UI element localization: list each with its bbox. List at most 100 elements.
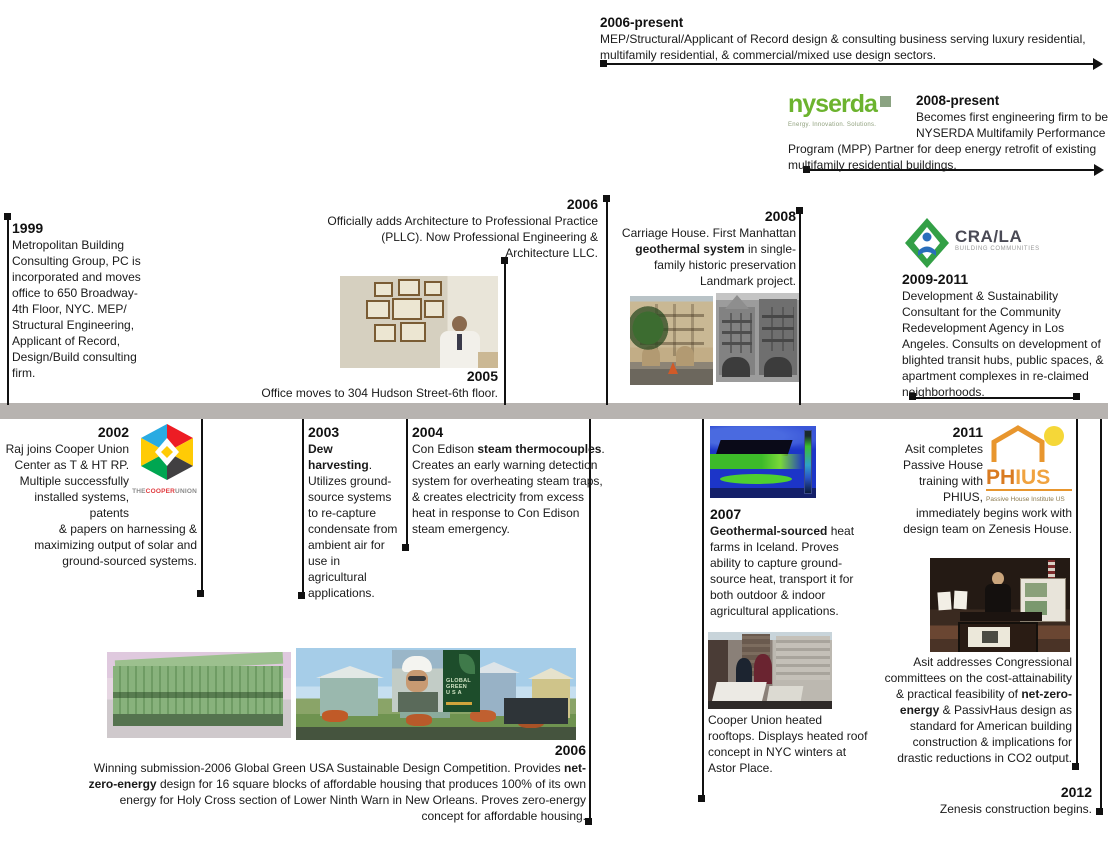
- global-green-badge: GLOBAL GREEN USA: [443, 650, 480, 712]
- connector-2002: [201, 419, 203, 594]
- event-year: 2006: [566, 196, 598, 212]
- global-green-rendering: [107, 652, 291, 738]
- tree: [630, 298, 676, 358]
- event-2011: PHIUS Passive House Institute US 2011 As…: [878, 424, 1072, 537]
- phius-wordmark: PHIUS: [986, 466, 1072, 489]
- arrow-line-2008-present: [806, 169, 1096, 171]
- congressional-hearing-photo: [930, 558, 1070, 652]
- text-part: Carriage House. First Manhattan: [621, 226, 796, 240]
- marker-square: [1073, 393, 1080, 400]
- person-face: [406, 670, 428, 692]
- nyserda-leaf-icon: [879, 96, 891, 107]
- cu-cooper: COOPER: [145, 488, 176, 495]
- text-part-bold: net-zero-energy: [899, 687, 1072, 717]
- event-year: 2009-2011: [902, 271, 969, 287]
- text-part: . Creates an early warning detection sys…: [412, 442, 605, 536]
- connector-2006b: [589, 419, 591, 822]
- text-part: heat farms in Iceland. Proves ability to…: [710, 524, 855, 618]
- person-head: [452, 316, 467, 332]
- event-2002: 2002 Raj joins Cooper Union Center as T …: [5, 424, 197, 569]
- white-roof-box: [766, 686, 804, 702]
- thermal-scale-bar: [804, 430, 812, 494]
- rooftop-photo: [708, 632, 832, 709]
- display-poster: [1020, 578, 1066, 622]
- photo-frame: [374, 282, 393, 297]
- flag: [1048, 560, 1055, 586]
- event-year: 2008: [764, 208, 796, 224]
- document: [953, 590, 968, 610]
- event-year: 2012: [1060, 784, 1092, 800]
- bw-windows: [722, 313, 752, 353]
- foreground-frame: [958, 622, 1038, 652]
- house-roof: [528, 668, 574, 679]
- phius-ph: PH: [986, 466, 1016, 489]
- poster-image: [1025, 583, 1047, 597]
- sunglasses: [408, 676, 426, 681]
- event-text: Asit addresses Congressional committees …: [878, 654, 1072, 766]
- gg-line: USA: [446, 690, 464, 696]
- event-2006b-year: 2006: [480, 742, 586, 759]
- leaf-icon: [459, 654, 475, 674]
- building-base: [113, 714, 283, 726]
- sky: [708, 632, 832, 640]
- event-year: 2002: [97, 424, 130, 440]
- orange-fencing: [322, 710, 348, 722]
- marker-square: [501, 257, 508, 264]
- event-year: 2004: [412, 424, 444, 440]
- marker-square: [796, 207, 803, 214]
- event-text: Con Edison steam thermocouples. Creates …: [412, 441, 608, 537]
- roof-edge: [708, 701, 832, 709]
- nyserda-wordmark: nyserda: [788, 90, 891, 118]
- nyserda-wordmark-text: nyserda: [788, 90, 878, 118]
- event-year: 2003: [308, 424, 340, 440]
- text-part-bold: Geothermal-sourced: [710, 524, 828, 538]
- photo-frame: [366, 300, 390, 319]
- event-text: MEP/Structural/Applicant of Record desig…: [600, 32, 1086, 62]
- event-2009-2011: 2009-2011 Development & Sustainability C…: [902, 271, 1108, 400]
- person-dark: [736, 658, 752, 684]
- carriage-house-photo-bw: [716, 293, 799, 382]
- person-suit: [985, 584, 1011, 612]
- phius-tagline: Passive House Institute US: [986, 496, 1065, 503]
- text-part: design for 16 square blocks of affordabl…: [119, 777, 586, 823]
- connector-2007: [702, 419, 704, 799]
- event-text: Cooper Union heated rooftops. Displays h…: [708, 713, 868, 775]
- text-part-bold: steam thermocouples: [477, 442, 602, 456]
- inner-poster-image: [982, 631, 998, 643]
- event-2005: 2005 Office moves to 304 Hudson Street-6…: [260, 368, 498, 401]
- bw-arch: [722, 357, 750, 377]
- event-text: Winning submission-2006 Global Green USA…: [88, 760, 586, 824]
- event-year: 2007: [710, 506, 742, 522]
- city-building: [776, 636, 830, 680]
- person-shoulders: [398, 692, 438, 712]
- event-text: Zenesis construction begins.: [939, 802, 1092, 816]
- phius-rule: [986, 489, 1072, 491]
- bw-gable: [725, 295, 749, 309]
- event-text: Office moves to 304 Hudson Street-6th fl…: [261, 386, 498, 400]
- event-year: 2006-present: [600, 15, 684, 30]
- crala-name: CRA/LA: [955, 227, 1023, 246]
- connector-2012: [1100, 419, 1102, 812]
- thermal-image: [710, 426, 816, 498]
- connector-2003: [302, 419, 304, 596]
- event-2008: 2008 Carriage House. First Manhattan geo…: [618, 208, 796, 289]
- photo-frame: [400, 322, 426, 342]
- marker-square: [4, 213, 11, 220]
- connector-2009-2011: [913, 397, 1077, 399]
- traffic-cone: [668, 362, 678, 374]
- building-band: [113, 692, 283, 698]
- event-1999: 1999 Metropolitan Building Consulting Gr…: [12, 220, 142, 381]
- connector-2006: [606, 198, 608, 405]
- text-part: Con Edison: [412, 442, 478, 456]
- text-part-bold: Dew harvesting: [308, 442, 369, 472]
- gg-rule: [446, 702, 472, 705]
- phius-ius: IUS: [1015, 466, 1051, 489]
- text-part-bold: net-zero-energy: [88, 761, 586, 791]
- event-2011-congress: Asit addresses Congressional committees …: [878, 654, 1072, 766]
- cooper-union-wordmark: THECOOPERUNION: [132, 484, 197, 500]
- crala-text: CRA/LA BUILDING COMMUNITIES: [955, 227, 1040, 253]
- event-text: Becomes first engineering firm to be NYS…: [788, 110, 1108, 172]
- photo-frame: [424, 281, 442, 296]
- house-roof: [316, 666, 384, 678]
- event-year: 2005: [466, 368, 498, 384]
